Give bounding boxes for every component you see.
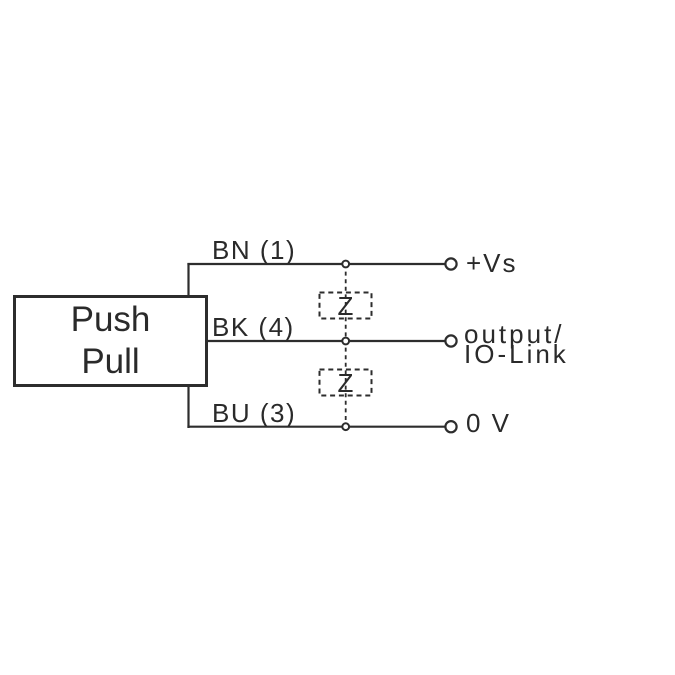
- suppressor-box-2: [318, 368, 373, 397]
- pin-label-vs: +Vs: [466, 248, 518, 278]
- wire-label-bu: BU (3): [212, 398, 297, 428]
- suppressor-label-2: Z: [337, 368, 354, 398]
- pin-label-0v: 0 V: [466, 408, 512, 438]
- device-label-line2: Pull: [81, 342, 140, 381]
- pin-label-output: output/ IO-Link: [464, 319, 569, 369]
- terminal-circle-vs: [444, 257, 458, 271]
- terminal-circle-output: [444, 334, 458, 348]
- terminal-circle-0v: [444, 420, 458, 434]
- junction-dot-middle: [341, 336, 351, 346]
- wire-label-bn: BN (1): [212, 235, 297, 265]
- device-box-outline: [13, 295, 208, 387]
- device-label-line1: Push: [70, 300, 151, 339]
- pin-label-output-line1: output/: [464, 319, 565, 349]
- suppressor-box-1: [318, 291, 373, 320]
- junction-dot-bottom: [341, 422, 351, 432]
- device-box: Push Pull: [13, 295, 208, 387]
- suppressor-label-1: Z: [337, 291, 354, 321]
- junction-dot-top: [341, 259, 351, 269]
- wire-label-bk: BK (4): [212, 312, 295, 342]
- pin-label-output-line2: IO-Link: [464, 338, 569, 369]
